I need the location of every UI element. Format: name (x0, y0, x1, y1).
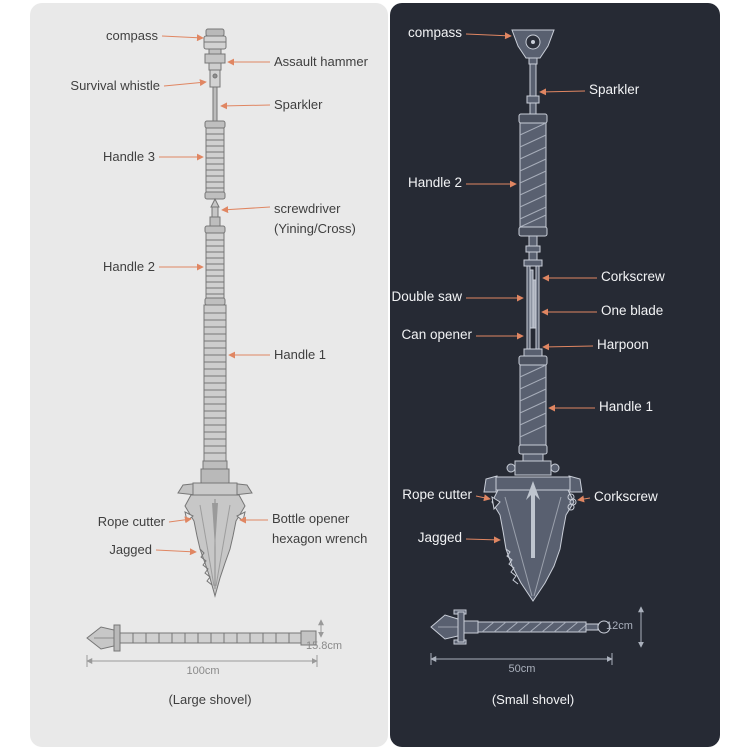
large-height-dimension: 15.8cm (306, 640, 343, 652)
large-shovel-panel (30, 3, 388, 747)
label-small-harpoon: Harpoon (597, 337, 649, 352)
label-large-screwdriver: screwdriver (Yining/Cross) (274, 199, 356, 239)
label-large-bottle-opener-line1: Bottle opener (272, 511, 350, 526)
small-length-dimension: 50cm (508, 663, 536, 675)
label-small-rope-cutter: Rope cutter (402, 487, 472, 502)
label-small-corkscrew-bottom: Corkscrew (594, 489, 658, 504)
label-large-handle-2: Handle 2 (102, 259, 155, 274)
label-large-assault-hammer: Assault hammer (274, 54, 368, 69)
label-large-survival-whistle: Survival whistle (70, 78, 160, 93)
label-large-sparkler: Sparkler (274, 97, 323, 112)
label-large-bottle-opener: Bottle opener hexagon wrench (272, 509, 367, 549)
label-small-sparkler: Sparkler (589, 82, 640, 97)
label-small-handle-2: Handle 2 (407, 175, 462, 190)
label-small-handle-1: Handle 1 (599, 399, 654, 414)
label-large-compass: compass (105, 28, 158, 43)
label-large-handle-1: Handle 1 (274, 347, 327, 362)
label-large-screwdriver-line1: screwdriver (274, 201, 341, 216)
small-shovel-panel (390, 3, 720, 747)
label-small-one-blade: One blade (601, 303, 664, 318)
label-large-jagged: Jagged (109, 542, 152, 557)
label-small-jagged: Jagged (417, 530, 462, 545)
label-large-screwdriver-line2: (Yining/Cross) (274, 221, 356, 236)
label-large-handle-3: Handle 3 (102, 149, 155, 164)
large-shovel-caption: (Large shovel) (168, 692, 252, 707)
label-large-rope-cutter: Rope cutter (97, 514, 165, 529)
large-length-dimension: 100cm (186, 665, 220, 677)
label-large-bottle-opener-line2: hexagon wrench (272, 531, 368, 546)
small-shovel-caption: (Small shovel) (491, 692, 575, 707)
small-height-dimension: 12cm (606, 620, 633, 632)
label-small-double-saw: Double saw (391, 289, 462, 304)
label-small-compass: compass (407, 25, 462, 40)
label-small-corkscrew-top: Corkscrew (601, 269, 665, 284)
label-small-can-opener: Can opener (401, 327, 472, 342)
